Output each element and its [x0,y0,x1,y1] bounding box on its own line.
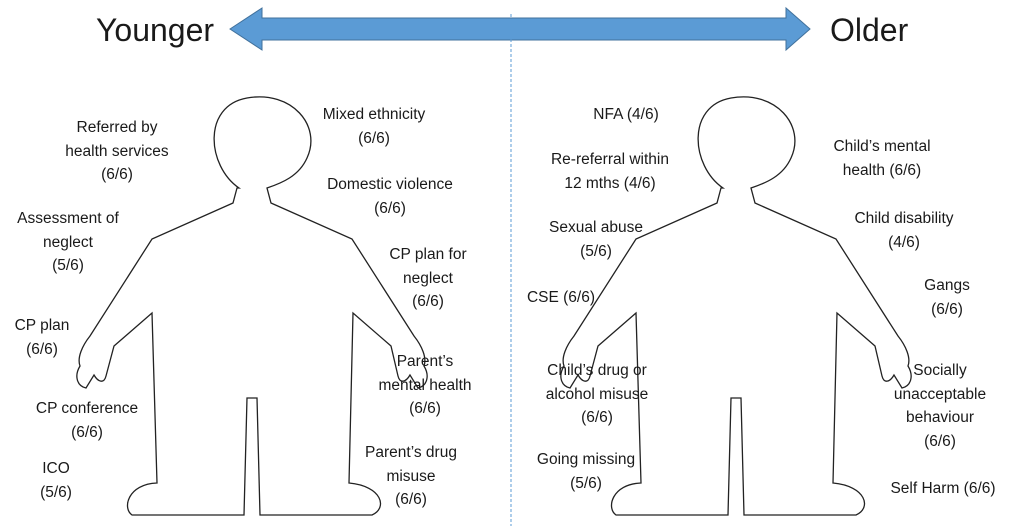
label-childs-drug-alcohol: Child’s drug or alcohol misuse (6/6) [545,362,649,426]
label-socially-unacceptable: Socially unacceptable behaviour (6/6) [893,362,987,450]
label-going-missing: Going missing (5/6) [536,451,636,492]
label-referred-by-health: Referred by health services (6/6) [65,119,169,183]
younger-heading: Younger [96,12,215,48]
label-gangs: Gangs (6/6) [924,277,970,318]
label-mixed-ethnicity: Mixed ethnicity (6/6) [322,106,426,147]
label-cp-plan-for-neglect: CP plan for neglect (6/6) [389,246,467,310]
label-childs-mental-health: Child’s mental health (6/6) [833,138,931,179]
label-parents-mental-health: Parent’s mental health (6/6) [378,353,472,417]
label-re-referral: Re-referral within 12 mths (4/6) [550,151,669,192]
label-ico: ICO (5/6) [40,460,72,501]
label-cse: CSE (6/6) [526,289,596,306]
label-child-disability: Child disability (4/6) [854,210,954,251]
label-self-harm: Self Harm (6/6) [890,480,996,497]
label-cp-plan: CP plan (6/6) [14,317,70,358]
label-nfa: NFA (4/6) [593,106,659,123]
label-sexual-abuse: Sexual abuse (5/6) [549,219,643,260]
label-parents-drug-misuse: Parent’s drug misuse (6/6) [365,444,457,508]
age-arrow [229,6,811,52]
label-domestic-violence: Domestic violence (6/6) [327,176,453,217]
older-heading: Older [830,12,909,48]
label-cp-conference: CP conference (6/6) [35,400,139,441]
label-assessment-of-neglect: Assessment of neglect (5/6) [17,210,119,274]
